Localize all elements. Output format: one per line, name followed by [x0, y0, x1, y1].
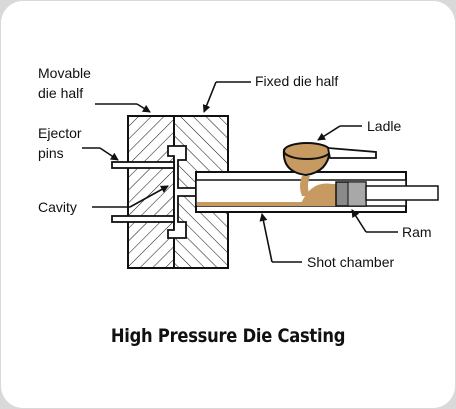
label-movable-line1: Movable [38, 65, 91, 81]
ram-leader [351, 209, 367, 233]
label-ram: Ram [402, 224, 432, 240]
ladle-leader [317, 125, 341, 141]
ejector-leader [99, 147, 119, 161]
movable-leader [136, 103, 151, 113]
label-cavity: Cavity [38, 199, 77, 215]
label-shot-chamber: Shot chamber [307, 254, 394, 270]
diagram-title: High Pressure Die Casting [110, 325, 346, 347]
shot-chamber-leader [259, 213, 273, 263]
cavity-shape [167, 145, 197, 239]
label-ladle: Ladle [367, 118, 401, 134]
fixed-leader [202, 81, 217, 113]
label-movable-line2: die half [38, 85, 83, 101]
ladle [282, 142, 377, 196]
ram [335, 181, 439, 207]
cavity-leader [129, 185, 169, 208]
label-ejector-line2: pins [38, 145, 64, 161]
movable-die-half [127, 115, 175, 269]
label-ejector-line1: Ejector [38, 125, 82, 141]
label-fixed-die-half: Fixed die half [255, 73, 338, 89]
ejector-pins [111, 161, 175, 223]
